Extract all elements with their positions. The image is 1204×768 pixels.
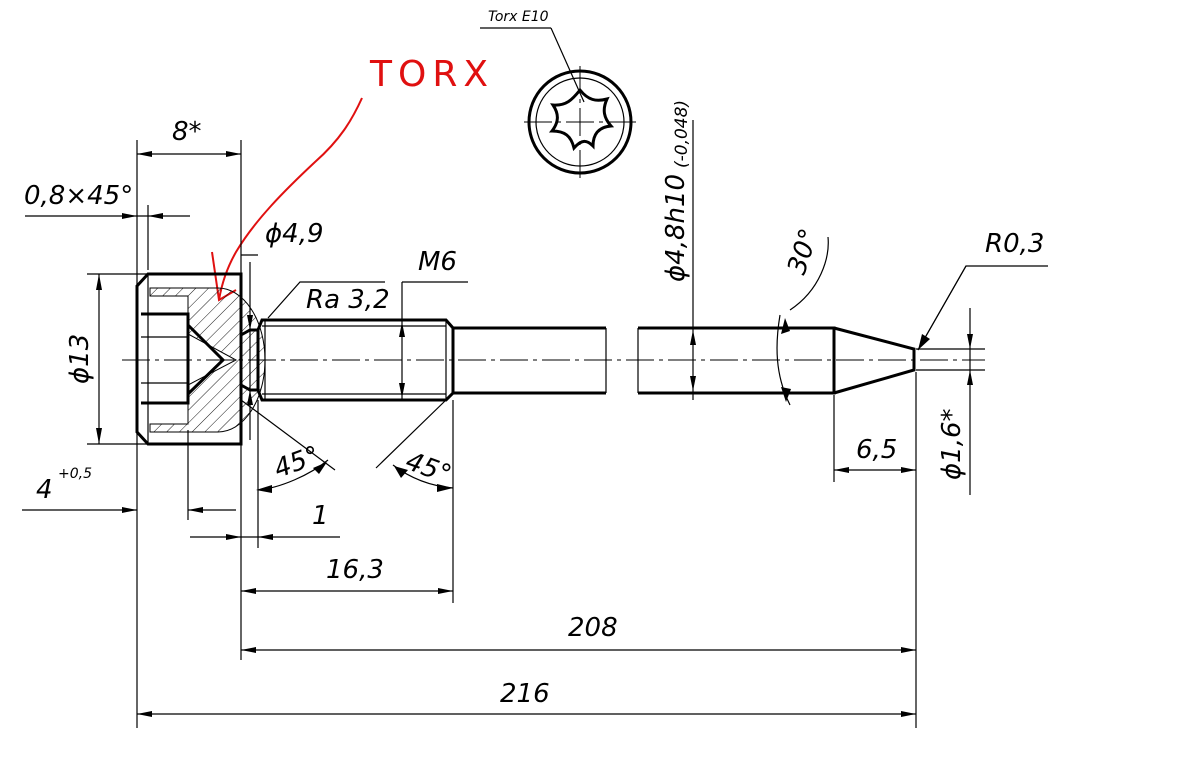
dim-overall-length: 216 <box>500 679 550 709</box>
dimension-texts: 8* 0,8×45° ϕ4,9 M6 Ra 3,2 ϕ4,8h10 (-0,04… <box>24 100 1044 709</box>
dim-chamfer-angle-right: 45° <box>402 446 456 490</box>
dim-recess-tol: +0,5 <box>58 466 92 482</box>
dim-roughness: Ra 3,2 <box>306 285 390 315</box>
dim-thread-length: 16,3 <box>326 555 384 585</box>
dim-tip-diameter: ϕ1,6* <box>937 409 967 481</box>
torx-callout-text: TORX <box>369 54 494 95</box>
dim-shank-length: 208 <box>568 613 618 643</box>
dim-neck-diameter: ϕ4,9 <box>265 219 324 249</box>
shank-section-2 <box>638 326 836 395</box>
dim-cone-length: 6,5 <box>856 435 897 465</box>
torx-detail-view: Torx E10 <box>480 9 636 178</box>
dim-thread: M6 <box>418 247 457 277</box>
torx-detail-label: Torx E10 <box>488 9 549 25</box>
dim-recess-depth: 4 <box>36 475 53 505</box>
torx-callout-line <box>218 97 363 301</box>
dim-tip-radius: R0,3 <box>985 229 1044 259</box>
dim-undercut: 1 <box>312 501 329 531</box>
extension-lines <box>87 120 985 728</box>
shank-section-1 <box>453 326 606 395</box>
dim-shank-diameter: ϕ4,8h10 <box>661 174 691 282</box>
torx-star-profile <box>548 87 615 152</box>
dim-head-length: 8* <box>172 117 202 147</box>
dim-head-diameter: ϕ13 <box>65 334 95 384</box>
dim-chamfer-angle-left: 45° <box>270 441 324 485</box>
dim-chamfer: 0,8×45° <box>24 181 133 211</box>
dim-cone-angle: 30° <box>782 225 825 278</box>
dim-shank-tolerance: (-0,048) <box>672 100 692 168</box>
dimension-lines <box>22 151 1048 717</box>
screw-part <box>122 272 985 446</box>
